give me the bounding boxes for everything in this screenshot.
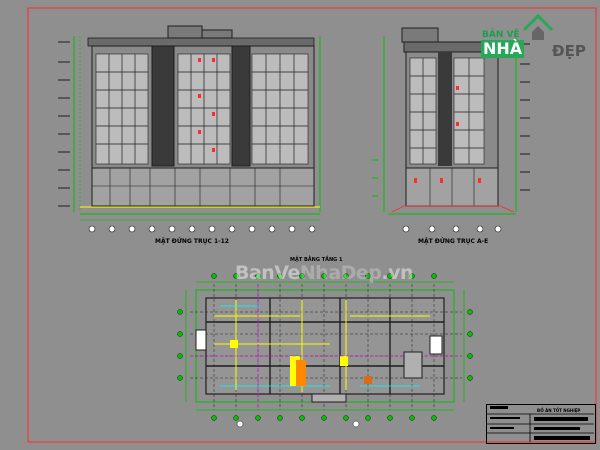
logo-small-text: BẢN VẼ [482,30,520,40]
title-block: ĐỒ ÁN TỐT NGHIỆP [486,404,596,444]
floor-plan-caption: MẶT BẰNG TẦNG 1 [290,257,343,263]
watermark-accent: NhaDep [299,262,382,284]
logo-big-text: NHÀ [481,39,525,58]
right-elevation-caption: MẶT ĐỨNG TRỤC A-E [418,238,489,245]
house-logo-icon [522,13,554,40]
watermark: BanVeNhaDep.vn [235,262,414,284]
title-block-title: ĐỒ ÁN TỐT NGHIỆP [537,408,581,413]
watermark-prefix: BanVe [235,262,300,284]
watermark-suffix: .vn [381,262,414,284]
logo-suffix-text: ĐẸP [552,42,586,60]
title-block-lines [486,413,594,442]
right-elevation [372,27,530,233]
left-elevation [58,25,321,233]
site-logo: BẢN VẼ NHÀ ĐẸP [478,12,596,60]
floor-plan [177,273,473,428]
left-elevation-caption: MẶT ĐỨNG TRỤC 1-12 [155,238,229,245]
sheet-border [27,7,597,443]
